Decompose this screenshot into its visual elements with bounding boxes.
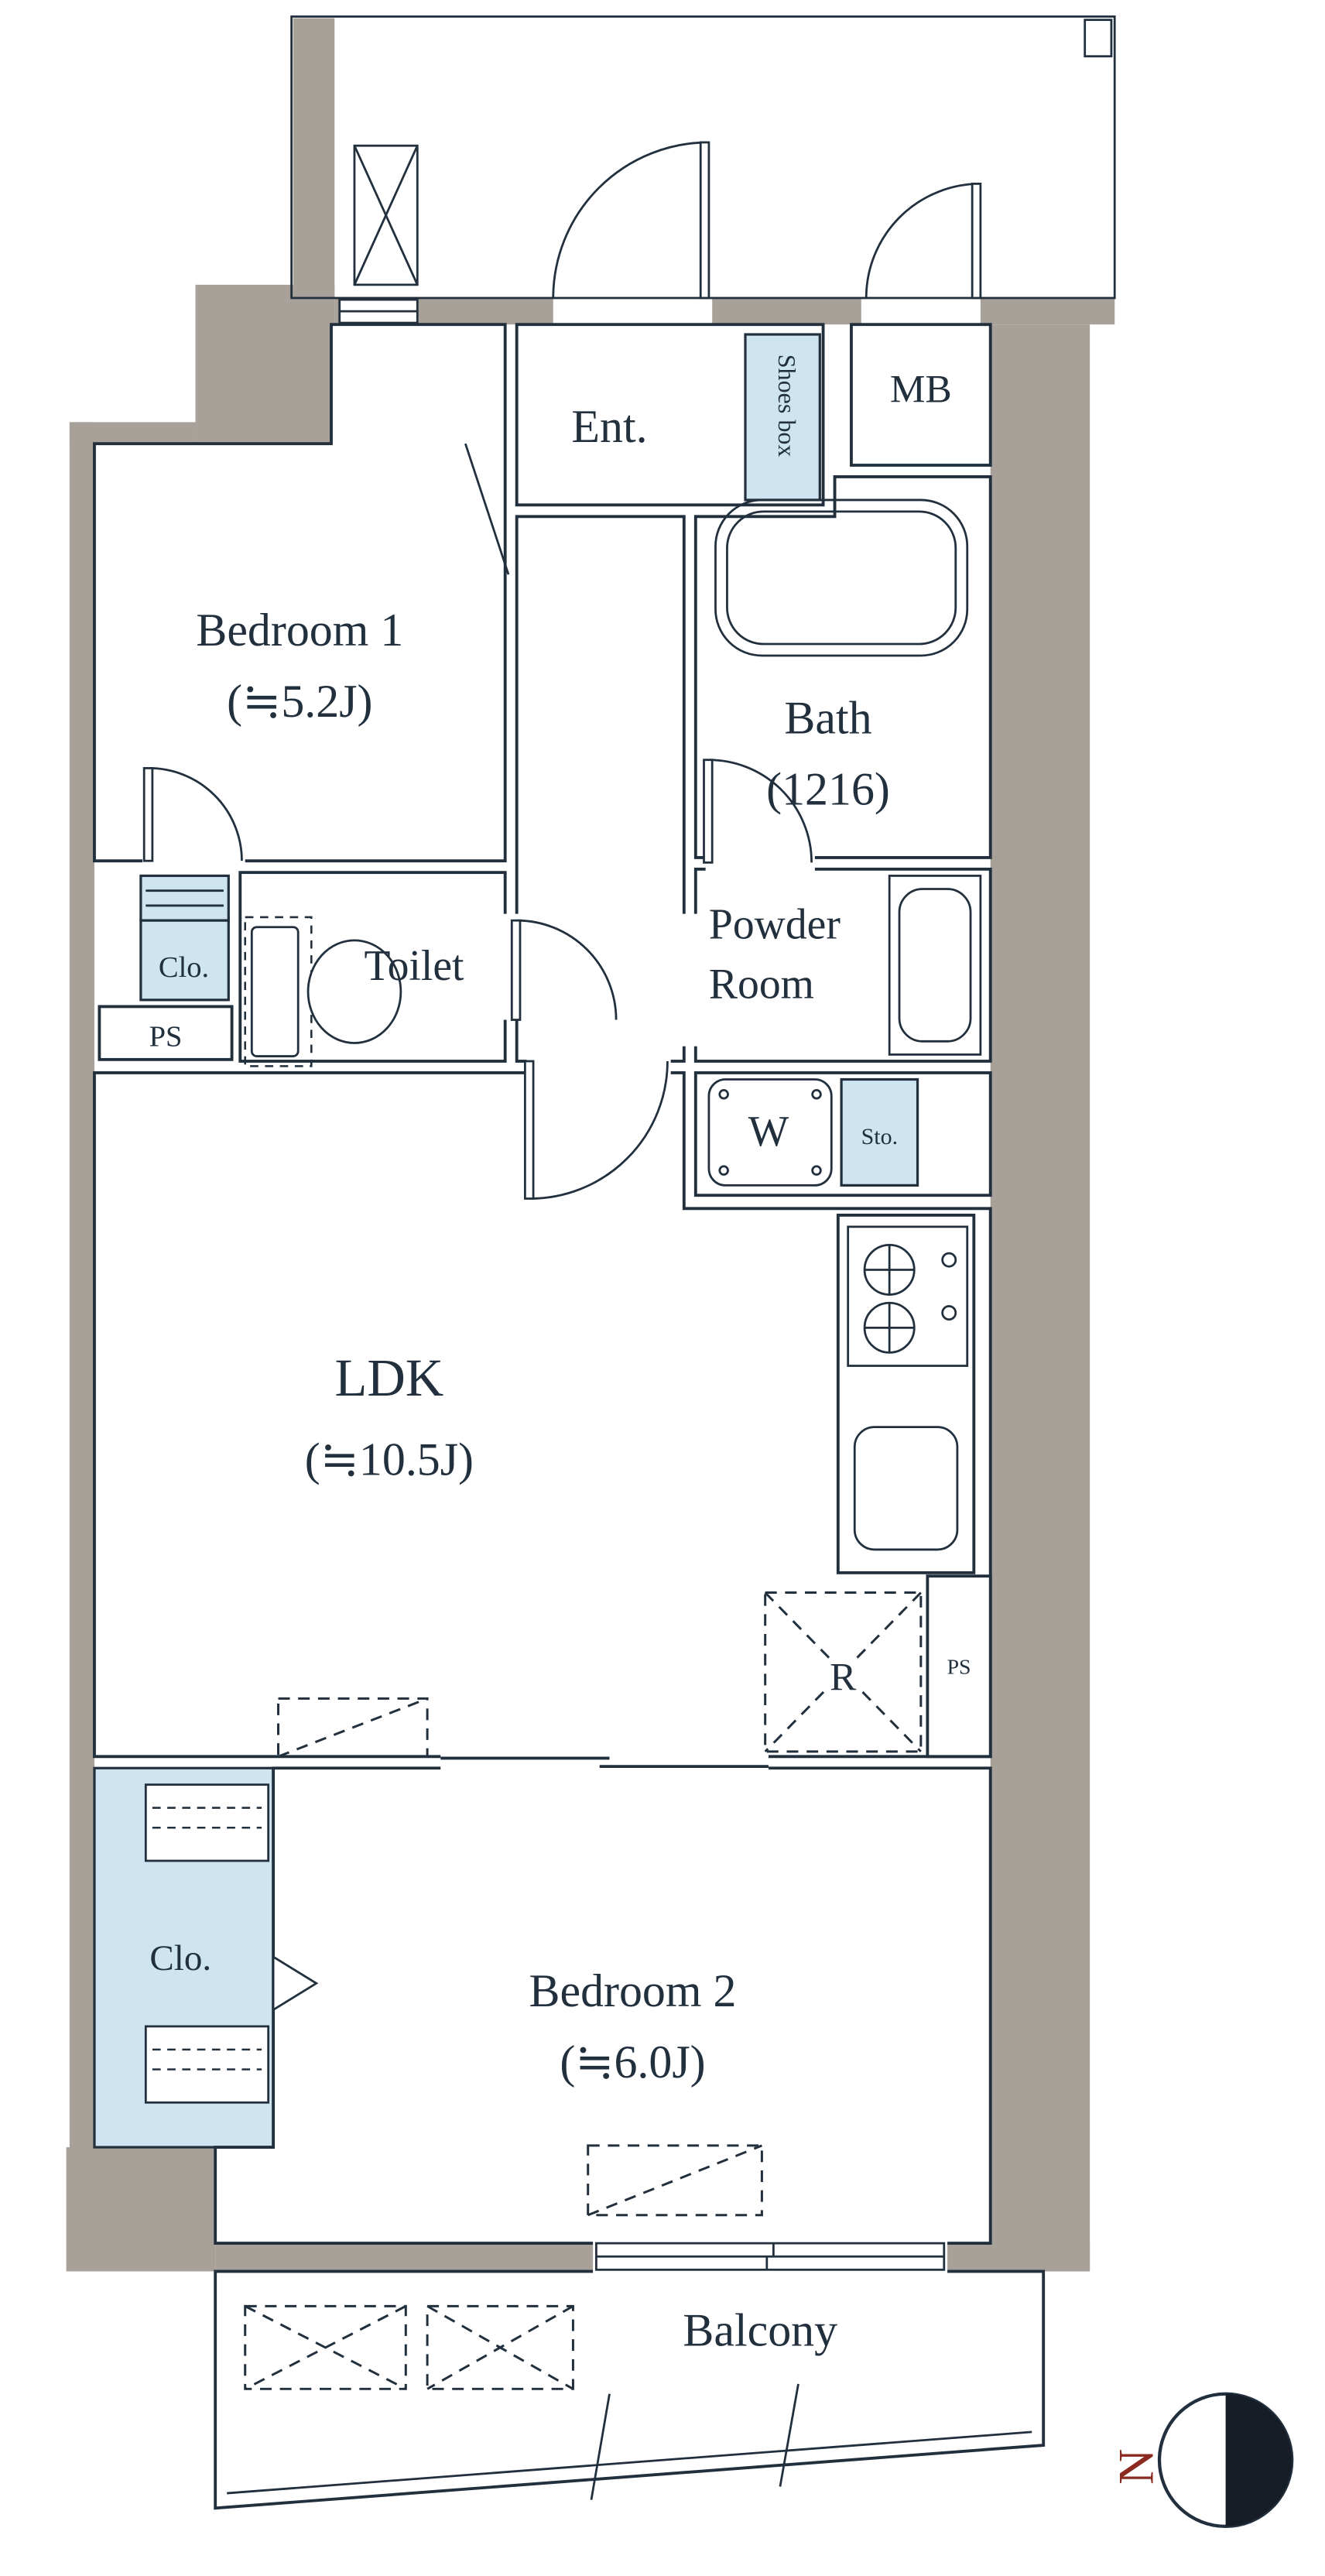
wall-topleft-block	[195, 284, 335, 444]
bedroom2-future-space	[587, 2144, 763, 2217]
ldk-bedroom2-sliding-door	[440, 1756, 769, 1769]
closet2-door-arrow	[272, 1954, 319, 2012]
balcony-ac-space-1	[244, 2304, 407, 2390]
balcony-ac-space-2	[426, 2304, 574, 2390]
ps1-box	[98, 1005, 234, 1061]
toilet-fixture	[244, 916, 402, 1067]
wall-bottom-1	[215, 2243, 597, 2272]
wall-top-3	[980, 297, 1115, 325]
corridor	[290, 15, 1116, 300]
closet1-label: Clo.	[159, 951, 209, 984]
doors	[142, 141, 982, 1200]
washing-machine	[707, 1078, 833, 1187]
shoes-box	[744, 333, 821, 502]
elevator-shaft	[353, 144, 419, 286]
ldk-room	[93, 1071, 992, 1759]
corridor-column	[1084, 19, 1113, 58]
washbasin	[888, 875, 982, 1056]
outer-walls	[66, 18, 1115, 2272]
kitchen-counter	[836, 1213, 976, 1574]
fridge-label: R	[830, 1656, 857, 1700]
storage-box	[840, 1077, 919, 1187]
wall-corridor-left	[293, 18, 335, 298]
balcony-railing	[227, 2430, 1032, 2495]
fixtures	[144, 498, 1032, 2500]
powder-room-label-2: Room	[709, 961, 814, 1009]
bedroom1-size: (≒5.2J)	[227, 676, 372, 727]
ldk-size: (≒10.5J)	[305, 1434, 474, 1485]
bedroom1-label: Bedroom 1	[196, 605, 403, 656]
entrance-door	[552, 141, 710, 300]
wall-top-2	[712, 297, 861, 325]
bedroom1-door	[142, 767, 243, 862]
bath-size: (1216)	[766, 763, 890, 814]
bedroom1-room	[93, 323, 507, 863]
north-label: N	[1108, 2449, 1163, 2485]
wall-bottom-2	[943, 2243, 1090, 2272]
washer-label: W	[748, 1108, 789, 1156]
kitchen-stove	[847, 1225, 969, 1367]
wall-bottomleft-block	[66, 2147, 216, 2272]
meter-box-label: MB	[890, 368, 952, 412]
ps2-label: PS	[947, 1655, 971, 1679]
balcony-details	[227, 2304, 1032, 2500]
kitchen-sink	[853, 1426, 959, 1551]
refrigerator-space	[764, 1591, 923, 1753]
labels: Ent. Shoes box MB Bedroom 1 (≒5.2J) Bath…	[149, 355, 971, 2356]
compass: N	[1108, 2392, 1294, 2528]
bath-door	[703, 759, 813, 864]
toilet-door	[510, 919, 618, 1021]
bathtub	[714, 498, 969, 657]
balcony-label: Balcony	[683, 2305, 837, 2356]
bath-label: Bath	[784, 693, 871, 744]
wall-left	[69, 422, 94, 2173]
hallway	[515, 515, 686, 1063]
bedroom1-door-leaf	[464, 443, 510, 575]
ps1-label: PS	[149, 1021, 183, 1053]
wall-right	[990, 324, 1090, 2272]
bedroom2-label: Bedroom 2	[529, 1965, 737, 2016]
entrance-label: Ent.	[571, 401, 647, 452]
meter-box-room	[850, 323, 992, 467]
ldk-label: LDK	[335, 1348, 444, 1407]
north-arrow	[1225, 2393, 1292, 2526]
balcony-sliding-window	[595, 2242, 946, 2271]
toilet-label: Toilet	[365, 942, 465, 990]
bath-room	[693, 475, 992, 859]
powder-room-label-1: Powder	[709, 901, 841, 949]
bedroom1-window	[338, 298, 419, 324]
closet2-label: Clo.	[149, 1938, 211, 1978]
bedroom2-size: (≒6.0J)	[560, 2036, 705, 2088]
ldk-future-space	[277, 1697, 429, 1758]
ps2-box	[926, 1574, 992, 1759]
storage-label: Sto.	[861, 1124, 898, 1149]
rooms	[93, 323, 1046, 2510]
closet2-hangers	[144, 1783, 319, 2104]
windows	[338, 298, 946, 2271]
closet1-boxes	[139, 874, 230, 1002]
meter-box-door	[865, 183, 982, 300]
ldk-door	[523, 1060, 669, 1200]
bedroom2-room	[214, 1766, 992, 2245]
shoes-box-label: Shoes box	[773, 355, 801, 457]
